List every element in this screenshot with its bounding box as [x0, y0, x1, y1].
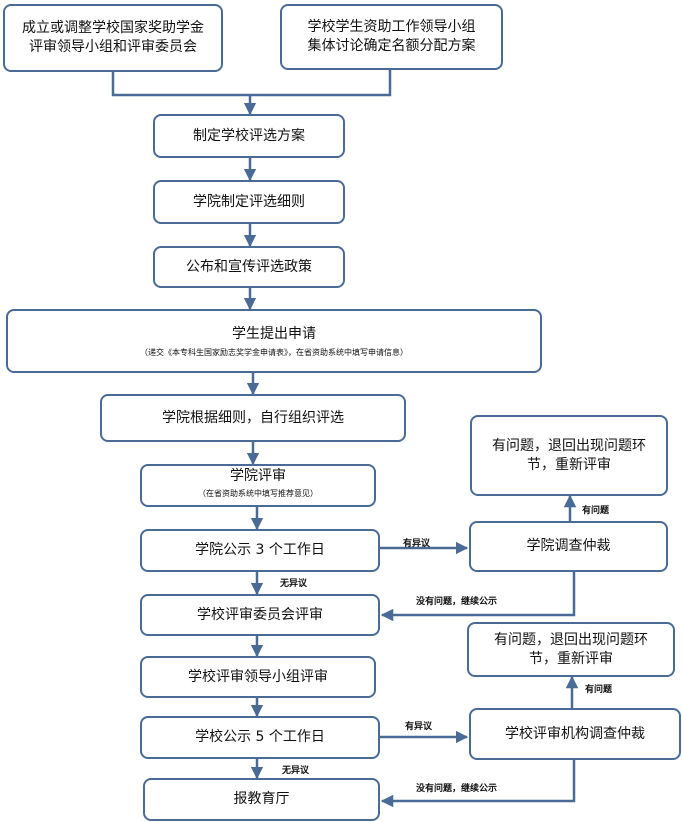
node-college-review: 学院评审 （在省资助系统中填写推荐意见）: [140, 464, 376, 507]
node-report: 报教育厅: [143, 778, 380, 821]
node-school-arbitration-text: 学校评审机构调查仲裁: [505, 725, 645, 742]
node-college-select: 学院根据细则，自行组织评选: [100, 394, 406, 442]
node-publicize-policy-text: 公布和宣传评选政策: [186, 258, 312, 275]
node-college-notice-text: 学院公示 3 个工作日: [195, 542, 325, 558]
node-school-committee-review: 学校评审委员会评审: [140, 594, 380, 636]
arrow-no-problem-2: [380, 760, 576, 808]
label-objection-2: 有异议: [405, 722, 433, 732]
node-problem-return-2-text: 有问题，退回出现问题环节，重新评审: [494, 631, 648, 667]
label-no-objection-1: 无异议: [280, 579, 308, 589]
node-college-rules: 学院制定评选细则: [153, 180, 345, 224]
node-college-arbitration-text: 学院调查仲裁: [526, 538, 611, 554]
node-establish-committee: 成立或调整学校国家奖助学金评审领导小组和评审委员会: [3, 4, 223, 72]
node-college-select-text: 学院根据细则，自行组织评选: [162, 409, 344, 426]
label-has-problem-2: 有问题: [585, 685, 613, 695]
node-quota-allocation-text: 学校学生资助工作领导小组集体讨论确定名额分配方案: [307, 19, 476, 54]
node-college-review-note: （在省资助系统中填写推荐意见）: [198, 489, 318, 498]
arrow-no-problem-1: [380, 572, 576, 622]
node-college-arbitration: 学院调查仲裁: [469, 521, 668, 572]
node-school-notice: 学校公示 5 个工作日: [140, 716, 380, 759]
node-school-plan: 制定学校评选方案: [153, 114, 345, 158]
node-report-text: 报教育厅: [233, 791, 290, 807]
node-quota-allocation: 学校学生资助工作领导小组集体讨论确定名额分配方案: [280, 4, 503, 70]
node-college-rules-text: 学院制定评选细则: [193, 193, 305, 210]
node-problem-return-2: 有问题，退回出现问题环节，重新评审: [467, 622, 675, 677]
node-college-notice: 学院公示 3 个工作日: [140, 529, 380, 572]
label-no-problem-1: 没有问题，继续公示: [416, 597, 498, 607]
node-publicize-policy: 公布和宣传评选政策: [153, 246, 345, 288]
connector-top-left: [111, 70, 392, 97]
node-school-leader-review-text: 学校评审领导小组评审: [188, 668, 328, 685]
node-problem-return-1: 有问题，退回出现问题环节，重新评审: [470, 415, 668, 496]
label-objection-1: 有异议: [403, 539, 431, 549]
node-problem-return-1-text: 有问题，退回出现问题环节，重新评审: [492, 437, 646, 473]
node-student-apply-text: 学生提出申请: [232, 325, 316, 342]
label-no-objection-2: 无异议: [282, 766, 310, 776]
label-has-problem-1: 有问题: [582, 506, 610, 516]
node-school-notice-text: 学校公示 5 个工作日: [195, 729, 325, 745]
label-no-problem-2: 没有问题，继续公示: [416, 784, 498, 794]
node-establish-committee-text: 成立或调整学校国家奖助学金评审领导小组和评审委员会: [22, 20, 204, 55]
node-school-leader-review: 学校评审领导小组评审: [140, 656, 376, 698]
node-college-review-text: 学院评审: [230, 468, 286, 484]
node-school-arbitration: 学校评审机构调查仲裁: [469, 708, 681, 760]
node-student-apply-note: （递交《本专科生国家励志奖学金申请表》，在省资助系统中填写申请信息）: [140, 347, 408, 357]
node-student-apply: 学生提出申请 （递交《本专科生国家励志奖学金申请表》，在省资助系统中填写申请信息…: [6, 309, 542, 373]
node-school-committee-review-text: 学校评审委员会评审: [197, 606, 323, 623]
node-school-plan-text: 制定学校评选方案: [193, 127, 305, 144]
